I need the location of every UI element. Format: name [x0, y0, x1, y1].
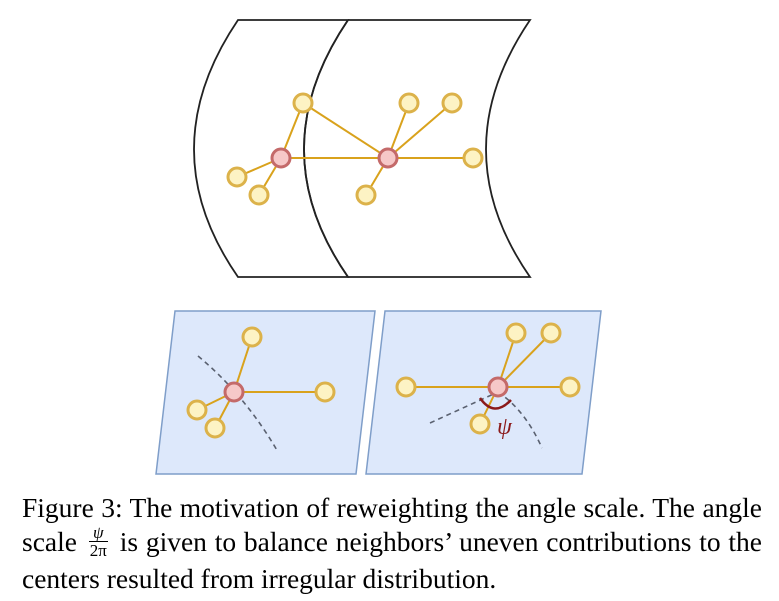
figure-illustration: ψ: [155, 19, 602, 475]
fraction-denominator: 2π: [89, 541, 107, 561]
caption-tail: is given to balance neighbors’ uneven co…: [22, 526, 763, 595]
neighbor-node: [355, 184, 377, 206]
fraction-numerator: ψ: [88, 524, 108, 543]
dashed-curve: [497, 391, 543, 449]
neighbor-node: [292, 92, 314, 114]
surface-right: [303, 19, 532, 278]
caption-lead: Figure 3: The motivation of reweighting …: [22, 492, 762, 557]
neighbor-node: [204, 417, 226, 439]
center-node: [223, 381, 245, 403]
neighbor-node: [462, 147, 484, 169]
neighbor-node: [540, 322, 562, 344]
neighbor-node: [505, 322, 527, 344]
top-graph-nodes: [226, 92, 484, 206]
neighbor-node: [398, 92, 420, 114]
neighbor-node: [226, 166, 248, 188]
dashed-curve: [197, 355, 279, 453]
neighbor-node: [559, 376, 581, 398]
center-node: [487, 376, 509, 398]
neighbor-node: [248, 184, 270, 206]
neighbor-node: [241, 326, 263, 348]
neighbor-node: [186, 399, 208, 421]
figure-caption: Figure 3: The motivation of reweighting …: [22, 491, 762, 596]
center-node: [270, 147, 292, 169]
neighbor-node: [441, 92, 463, 114]
angle-arc: [478, 397, 512, 410]
plane-parallelogram: [365, 310, 602, 475]
curved-surfaces: [193, 19, 532, 278]
angle-symbol: ψ: [497, 414, 513, 440]
dashed-line: [429, 391, 499, 424]
neighbor-node: [395, 376, 417, 398]
tangent-plane-right: ψ: [365, 310, 602, 475]
tangent-plane-left: [155, 310, 376, 475]
neighbor-node: [314, 381, 336, 403]
center-node: [377, 147, 399, 169]
neighbor-node: [469, 413, 491, 435]
top-graph-edges: [236, 102, 473, 196]
